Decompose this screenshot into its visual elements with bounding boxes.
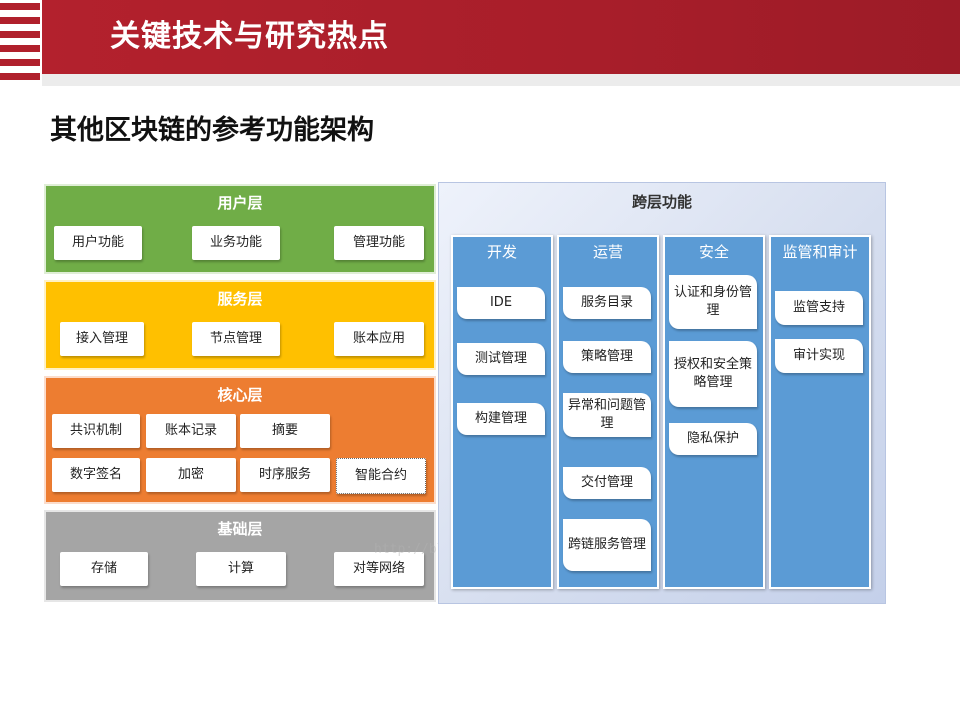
cross-column-item: 策略管理 [563, 341, 651, 373]
core-layer-item: 摘要 [240, 414, 330, 448]
base-layer-item: 对等网络 [334, 552, 424, 586]
cross-column-item: 监管支持 [775, 291, 863, 325]
base-layer: 基础层 存储 计算 对等网络 [44, 510, 436, 602]
user-layer-item: 管理功能 [334, 226, 424, 260]
cross-column-dev: 开发 IDE 测试管理 构建管理 [451, 235, 553, 589]
cross-column-item: 认证和身份管理 [669, 275, 757, 329]
cross-column-item: IDE [457, 287, 545, 319]
cross-column-item: 审计实现 [775, 339, 863, 373]
cross-column-security: 安全 认证和身份管理 授权和安全策略管理 隐私保护 [663, 235, 765, 589]
slide-subtitle: 其他区块链的参考功能架构 [50, 115, 374, 146]
slide-title: 关键技术与研究热点 [110, 19, 389, 54]
cross-column-title: 开发 [486, 243, 517, 261]
cross-layer-panel: 跨层功能 开发 IDE 测试管理 构建管理 运营 服务目录 策略管理 异常和问题… [438, 182, 886, 604]
core-layer-item: 时序服务 [240, 458, 330, 492]
cross-column-title: 安全 [698, 243, 729, 261]
cross-column-item: 授权和安全策略管理 [669, 341, 757, 407]
cross-column-audit: 监管和审计 监管支持 审计实现 [769, 235, 871, 589]
cross-column-item: 服务目录 [563, 287, 651, 319]
base-layer-item: 计算 [196, 552, 286, 586]
base-layer-item: 存储 [60, 552, 148, 586]
base-layer-title: 基础层 [217, 520, 263, 538]
service-layer-title: 服务层 [217, 290, 263, 308]
core-layer-item: 共识机制 [52, 414, 140, 448]
core-layer-item: 智能合约 [336, 458, 426, 494]
cross-column-item: 隐私保护 [669, 423, 757, 455]
cross-column-item: 跨链服务管理 [563, 519, 651, 571]
header-banner: 关键技术与研究热点 [42, 0, 960, 74]
core-layer-item: 账本记录 [146, 414, 236, 448]
service-layer-item: 节点管理 [192, 322, 280, 356]
user-layer-item: 用户功能 [54, 226, 142, 260]
service-layer: 服务层 接入管理 节点管理 账本应用 [44, 280, 436, 370]
user-layer-title: 用户层 [217, 194, 263, 212]
service-layer-item: 接入管理 [60, 322, 144, 356]
header-stripes [0, 0, 40, 86]
cross-column-item: 交付管理 [563, 467, 651, 499]
user-layer: 用户层 用户功能 业务功能 管理功能 [44, 184, 436, 274]
core-layer: 核心层 共识机制 账本记录 摘要 数字签名 加密 时序服务 智能合约 [44, 376, 436, 504]
service-layer-item: 账本应用 [334, 322, 424, 356]
cross-layer-title: 跨层功能 [631, 193, 692, 211]
cross-column-item: 测试管理 [457, 343, 545, 375]
cross-column-title: 监管和审计 [782, 243, 858, 261]
cross-column-item: 构建管理 [457, 403, 545, 435]
cross-column-ops: 运营 服务目录 策略管理 异常和问题管理 交付管理 跨链服务管理 [557, 235, 659, 589]
cross-column-item: 异常和问题管理 [563, 393, 651, 437]
core-layer-title: 核心层 [217, 386, 263, 404]
user-layer-item: 业务功能 [192, 226, 280, 260]
architecture-diagram: 用户层 用户功能 业务功能 管理功能 服务层 接入管理 节点管理 账本应用 核心… [44, 180, 890, 608]
header-underline [42, 74, 960, 86]
cross-column-title: 运营 [592, 243, 623, 261]
core-layer-item: 数字签名 [52, 458, 140, 492]
core-layer-item: 加密 [146, 458, 236, 492]
